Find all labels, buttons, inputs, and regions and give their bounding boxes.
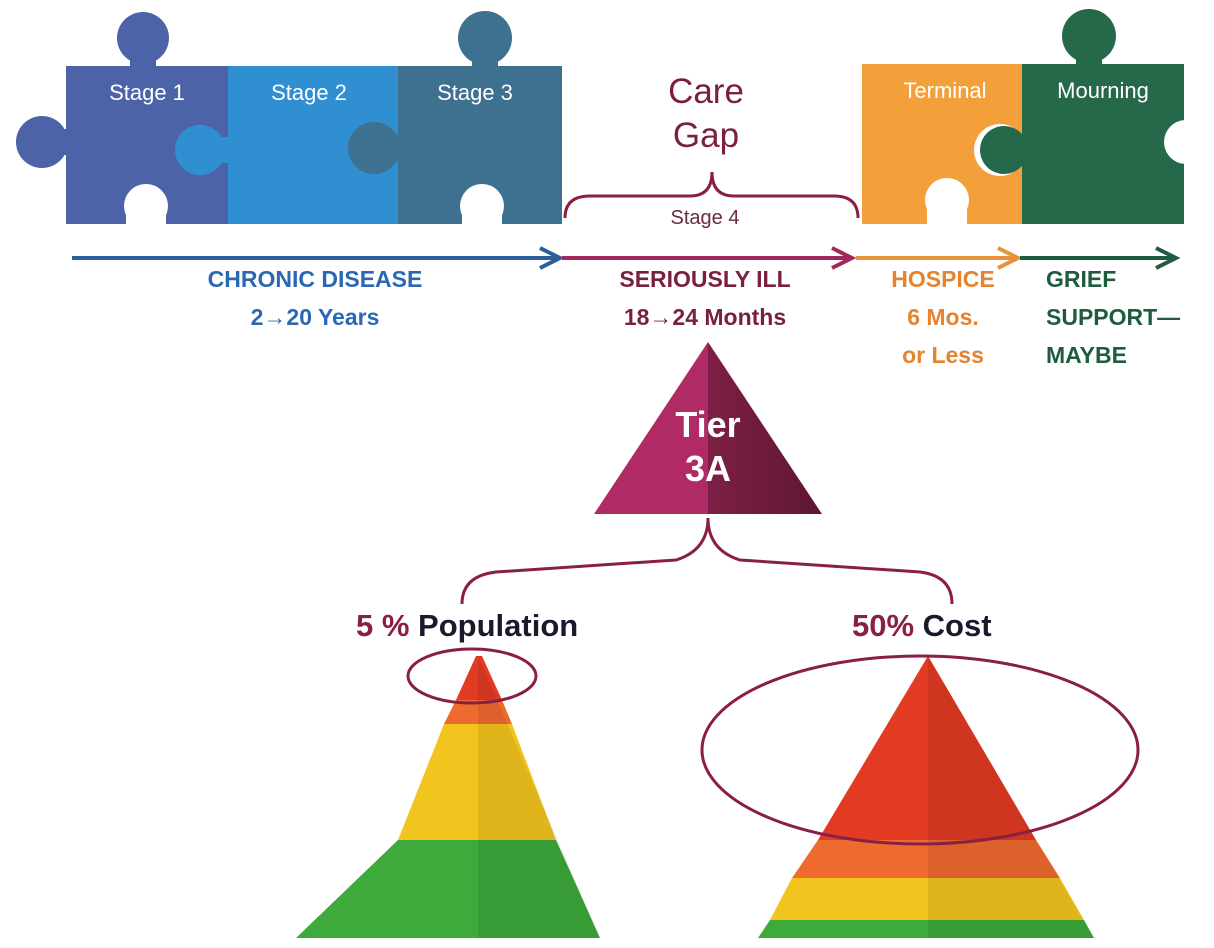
care-gap-line-2: Gap: [672, 116, 740, 155]
terminal-label: Terminal: [903, 78, 987, 103]
cost-label: 50% Cost: [852, 608, 992, 644]
puzzle-group-stages: [16, 11, 562, 228]
tier-line-2: 3A: [684, 448, 732, 489]
phase-grief-line-3: MAYBE: [1046, 342, 1127, 368]
care-gap-line-1: Care: [668, 72, 744, 111]
population-highlight-ellipse: [406, 647, 538, 705]
timeline-arrows: [72, 246, 1181, 270]
phase-grief-line-1: GRIEF: [1046, 266, 1117, 292]
phase-chronic-title: CHRONIC DISEASE: [207, 266, 423, 292]
cost-pyramid: [700, 654, 1140, 938]
puzzle-piece-stage-1: [16, 12, 232, 228]
phase-grief-support: GRIEF SUPPORT— MAYBE: [1046, 260, 1212, 374]
population-word: Population: [418, 608, 579, 643]
mourning-label: Mourning: [1057, 78, 1149, 103]
tier-split-brace: [460, 517, 954, 605]
phase-seriously-ill: SERIOUSLY ILL 18→24 Months: [560, 260, 850, 336]
cost-percent: 50%: [852, 608, 915, 643]
phase-hospice: HOSPICE 6 Mos. or Less: [868, 260, 1018, 374]
care-gap-title: Care Gap: [606, 70, 806, 158]
phase-seriously-ill-duration: 18→24 Months: [623, 304, 787, 330]
stage-2-label: Stage 2: [271, 80, 347, 105]
phase-grief-line-2: SUPPORT—: [1046, 304, 1181, 330]
phase-seriously-ill-title: SERIOUSLY ILL: [619, 266, 791, 292]
tier-line-1: Tier: [675, 404, 741, 445]
phase-hospice-title: HOSPICE: [891, 266, 995, 292]
puzzle-piece-mourning: [980, 9, 1208, 224]
puzzle-piece-stage-3: [348, 11, 562, 228]
puzzle-group-end: [862, 9, 1208, 226]
tier-3a-triangle: [594, 342, 822, 514]
population-percent: 5 %: [356, 608, 410, 643]
phase-hospice-duration-2: or Less: [902, 342, 984, 368]
phase-hospice-duration: 6 Mos.: [907, 304, 979, 330]
cost-word: Cost: [922, 608, 992, 643]
care-gap-brace: [563, 171, 860, 219]
phase-chronic-duration: 2→20 Years: [250, 304, 380, 330]
phase-chronic-disease: CHRONIC DISEASE 2→20 Years: [150, 260, 480, 336]
stage-3-label: Stage 3: [437, 80, 513, 105]
stage-1-label: Stage 1: [109, 80, 185, 105]
population-pyramid: [296, 647, 600, 938]
stage-4-label: Stage 4: [670, 207, 740, 229]
cost-highlight-ellipse: [700, 654, 1140, 846]
tier-label: Tier 3A: [628, 403, 788, 491]
population-label: 5 % Population: [356, 608, 578, 644]
